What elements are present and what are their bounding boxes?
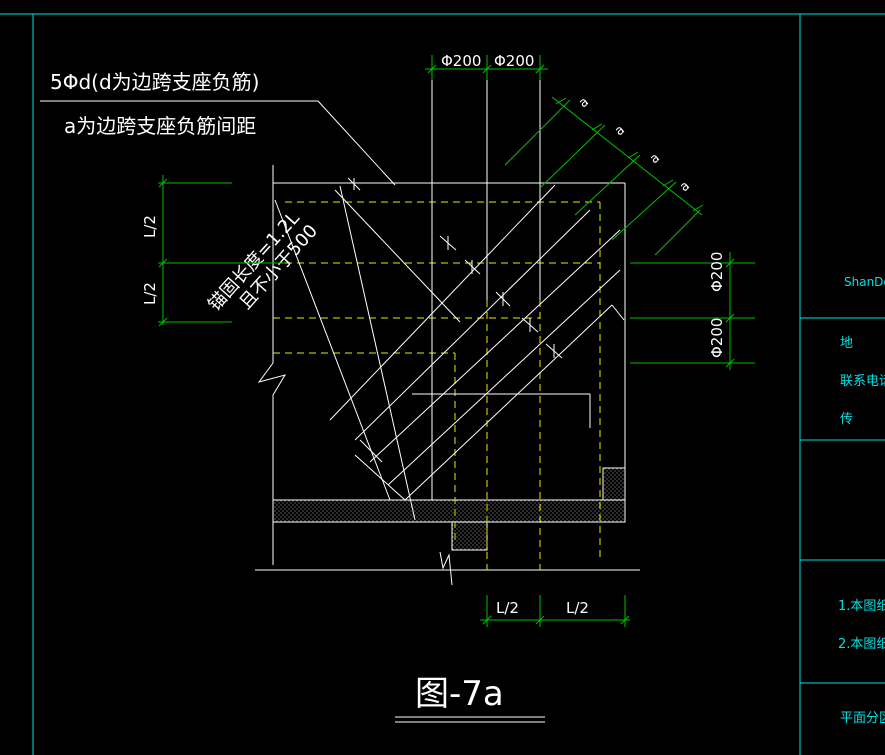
bottom-dimension xyxy=(480,595,630,627)
anchor-length-label: 锚固长度=1.2L 且不小于500 xyxy=(204,208,322,316)
diag-spacing-label-2: a xyxy=(612,122,628,139)
left-dim-bottom-text: L/2 xyxy=(141,282,159,305)
diagonal-rebars xyxy=(274,184,625,521)
title-block-phone: 联系电话 xyxy=(840,374,885,389)
title-block xyxy=(800,317,885,684)
annotation-leader xyxy=(40,100,396,186)
title-block-address: 地 xyxy=(840,336,853,351)
annotation-line-1: 5Φd(d为边跨支座负筋) xyxy=(50,70,259,94)
drawing-frame xyxy=(0,13,885,755)
hidden-rebar xyxy=(273,201,601,570)
figure-title: 图-7a xyxy=(415,674,504,714)
rebar-intersection-marks xyxy=(347,177,563,359)
break-symbol xyxy=(439,551,453,586)
diag-spacing-label-3: a xyxy=(647,150,663,167)
note-2: 2.本图纸 xyxy=(838,637,885,652)
title-block-fax: 传 xyxy=(840,412,853,427)
left-dimension xyxy=(158,175,285,327)
right-dimension xyxy=(630,252,755,370)
company-name-fragment: ShanDo xyxy=(844,275,885,289)
figure-title-underline xyxy=(395,716,545,723)
note-1: 1.本图纸 xyxy=(838,599,885,614)
annotation-line-2: a为边跨支座负筋间距 xyxy=(64,114,256,138)
beam-section xyxy=(272,467,626,551)
top-dim-left-text: Φ200 xyxy=(441,52,481,70)
right-dim-bottom-text: Φ200 xyxy=(708,318,726,358)
bottom-dim-right-text: L/2 xyxy=(566,599,589,617)
diagonal-dimension xyxy=(504,96,704,256)
vertical-rebars xyxy=(412,73,591,500)
right-dim-top-text: Φ200 xyxy=(708,252,726,292)
bottom-dim-left-text: L/2 xyxy=(496,599,519,617)
top-dim-right-text: Φ200 xyxy=(494,52,534,70)
top-dimension xyxy=(425,55,548,80)
slab-outline xyxy=(255,165,640,571)
diag-spacing-label-4: a xyxy=(677,178,693,195)
diag-spacing-label-1: a xyxy=(576,94,592,111)
title-block-footer: 平面分区 xyxy=(840,711,885,726)
left-dim-top-text: L/2 xyxy=(141,215,159,238)
